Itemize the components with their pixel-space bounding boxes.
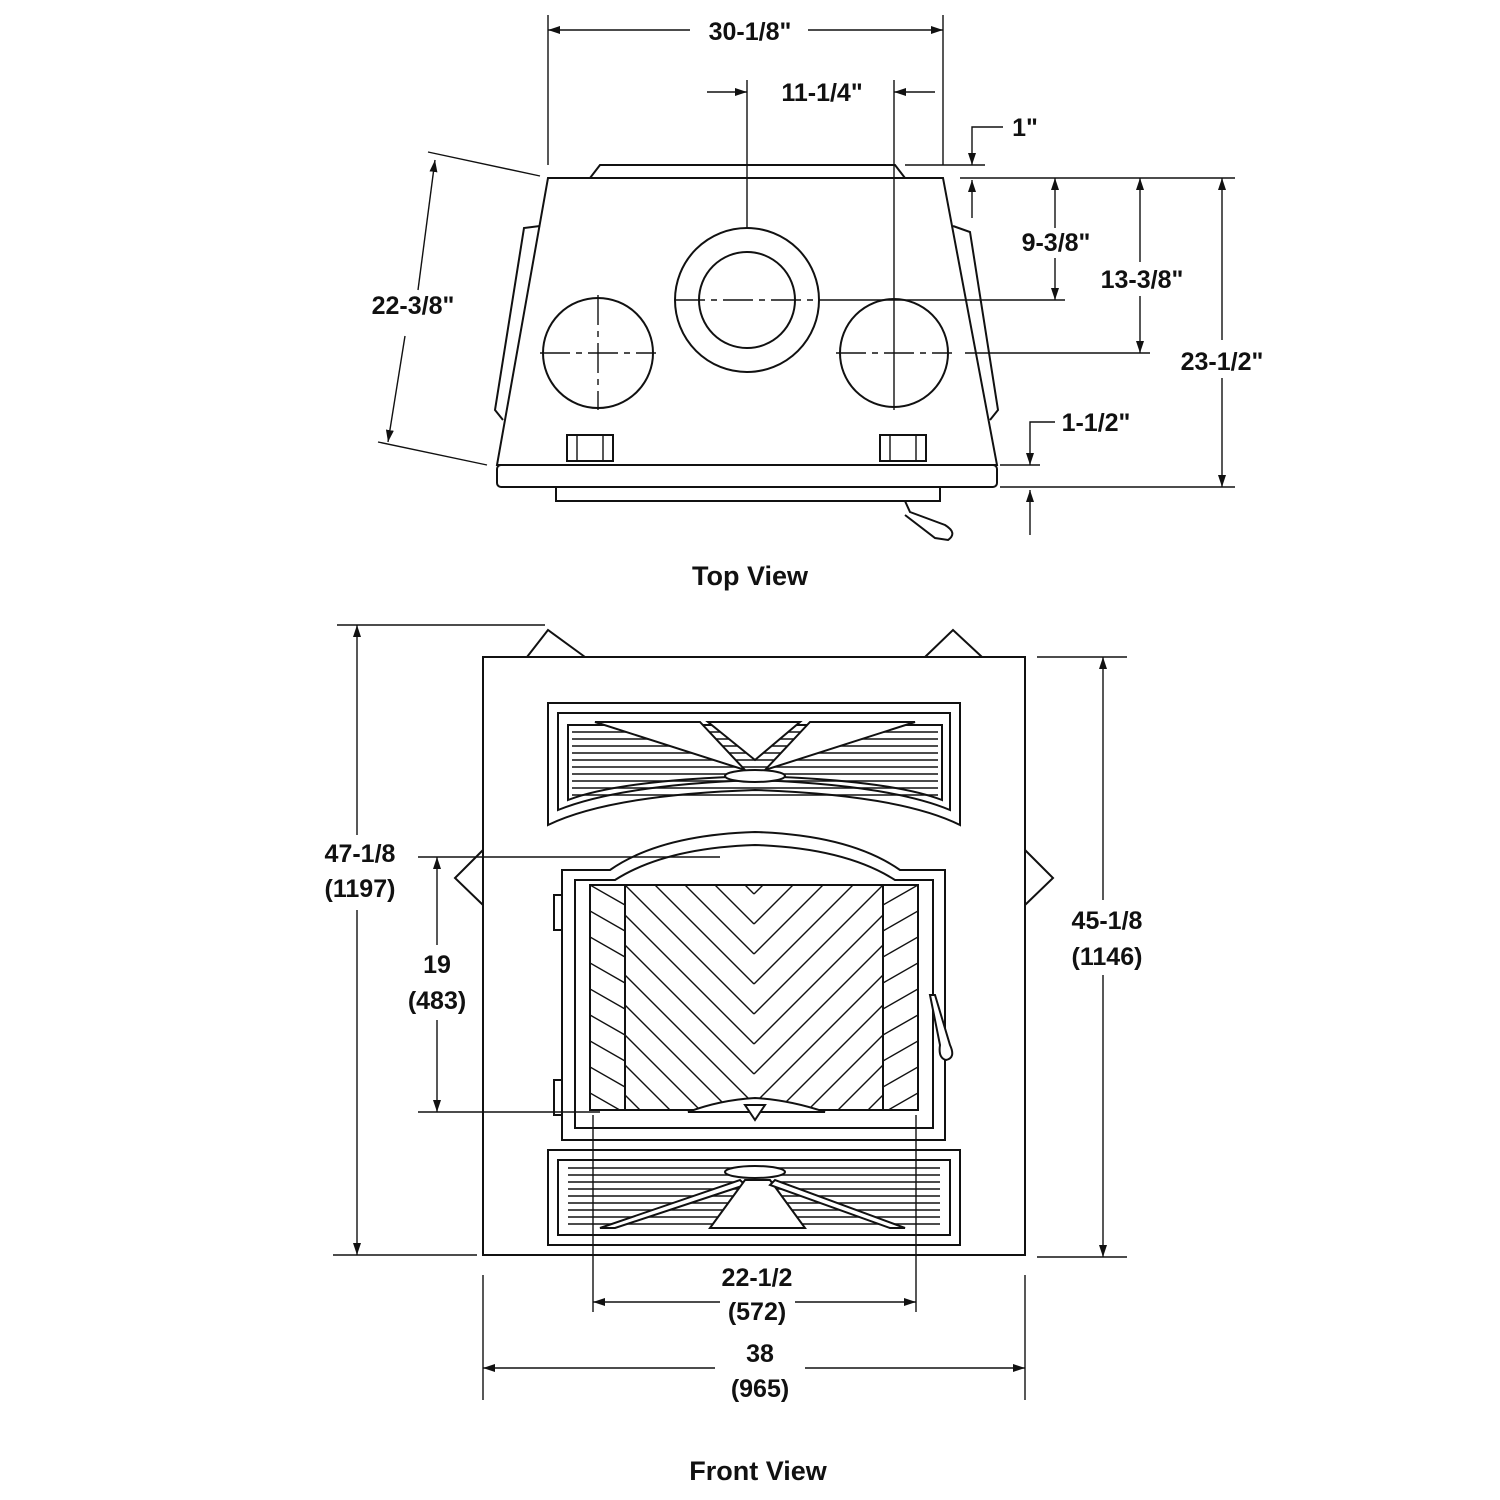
decorative-line <box>654 885 755 985</box>
decorative-line <box>753 885 794 925</box>
decorative-line <box>753 944 884 1075</box>
dim-face-height: 45-1/8 <box>1072 907 1143 935</box>
decorative-line <box>714 885 755 925</box>
dim-center-flue-depth: 9-3/8" <box>1022 229 1091 257</box>
decorative-line <box>590 885 626 906</box>
decorative-line <box>624 944 755 1075</box>
decorative-line <box>624 885 755 1015</box>
front-view: 47-1/8 (1197) 19 (483) 45-1/8 (1146) 22-… <box>325 585 1143 1486</box>
decorative-line <box>590 910 626 932</box>
decorative-line <box>753 885 854 985</box>
decorative-line <box>624 974 755 1105</box>
decorative-line <box>753 914 884 1045</box>
decorative-line <box>882 936 918 958</box>
door-hinge-bottom <box>553 1079 563 1116</box>
decorative-line <box>684 885 755 955</box>
decorative-line <box>753 974 884 1105</box>
decorative-line <box>882 988 918 1010</box>
fireplace-door[interactable] <box>553 585 954 1404</box>
decorative-line <box>590 1014 626 1036</box>
decorative-line <box>753 885 824 955</box>
decorative-line <box>590 962 626 984</box>
dim-opening-width: 22-1/2 <box>722 1264 793 1292</box>
dim-face-height-mm: (1146) <box>1072 943 1143 971</box>
decorative-line <box>624 914 755 1045</box>
dim-side-depth: 22-3/8" <box>372 292 455 320</box>
lower-grille <box>547 1149 961 1246</box>
decorative-line <box>882 1014 918 1036</box>
top-view-body <box>493 164 1000 542</box>
dim-top-offset: 1" <box>1012 114 1038 142</box>
dim-side-flue-depth: 13-3/8" <box>1101 266 1184 294</box>
dim-overall-width: 30-1/8" <box>709 18 792 46</box>
dim-flue-spacing: 11-1/4" <box>781 79 862 107</box>
front-view-caption: Front View <box>689 1456 828 1486</box>
decorative-line <box>882 1040 918 1062</box>
front-view-body <box>453 585 1055 1404</box>
decorative-line <box>624 1004 731 1110</box>
dim-overall-height: 47-1/8 <box>325 840 396 868</box>
door-handle[interactable] <box>928 994 954 1062</box>
door-hinge-top <box>553 894 563 931</box>
decorative-line <box>753 885 884 1015</box>
dim-opening-height-mm: (483) <box>408 987 466 1015</box>
decorative-line <box>837 1064 884 1110</box>
dim-front-lip: 1-1/2" <box>1062 409 1131 437</box>
decorative-line <box>624 1064 671 1110</box>
dim-opening-height: 19 <box>423 951 451 979</box>
dim-face-width: 38 <box>746 1340 774 1368</box>
decorative-line <box>777 1004 884 1110</box>
decorative-line <box>882 885 918 906</box>
decorative-line <box>590 1040 626 1062</box>
decorative-line <box>882 1066 918 1088</box>
decorative-line <box>807 1034 884 1110</box>
decorative-line <box>624 1034 701 1110</box>
decorative-line <box>590 1066 626 1088</box>
dim-opening-width-mm: (572) <box>728 1298 786 1326</box>
decorative-line <box>882 962 918 984</box>
front-view-dimension-lines <box>333 624 1127 1400</box>
decorative-line <box>590 936 626 958</box>
top-view-caption: Top View <box>692 561 809 591</box>
decorative-line <box>590 1092 622 1110</box>
dim-overall-depth: 23-1/2" <box>1181 348 1264 376</box>
dim-face-width-mm: (965) <box>731 1375 789 1403</box>
top-view-dimension-lines <box>377 15 1235 535</box>
decorative-line <box>590 988 626 1010</box>
decorative-line <box>886 1092 918 1110</box>
upper-grille <box>547 702 961 827</box>
top-view: 30-1/8" 11-1/4" 1" 9-3/8" 13-3/8" 23-1/2… <box>372 15 1264 591</box>
decorative-line <box>882 910 918 932</box>
dim-overall-height-mm: (1197) <box>325 875 396 903</box>
